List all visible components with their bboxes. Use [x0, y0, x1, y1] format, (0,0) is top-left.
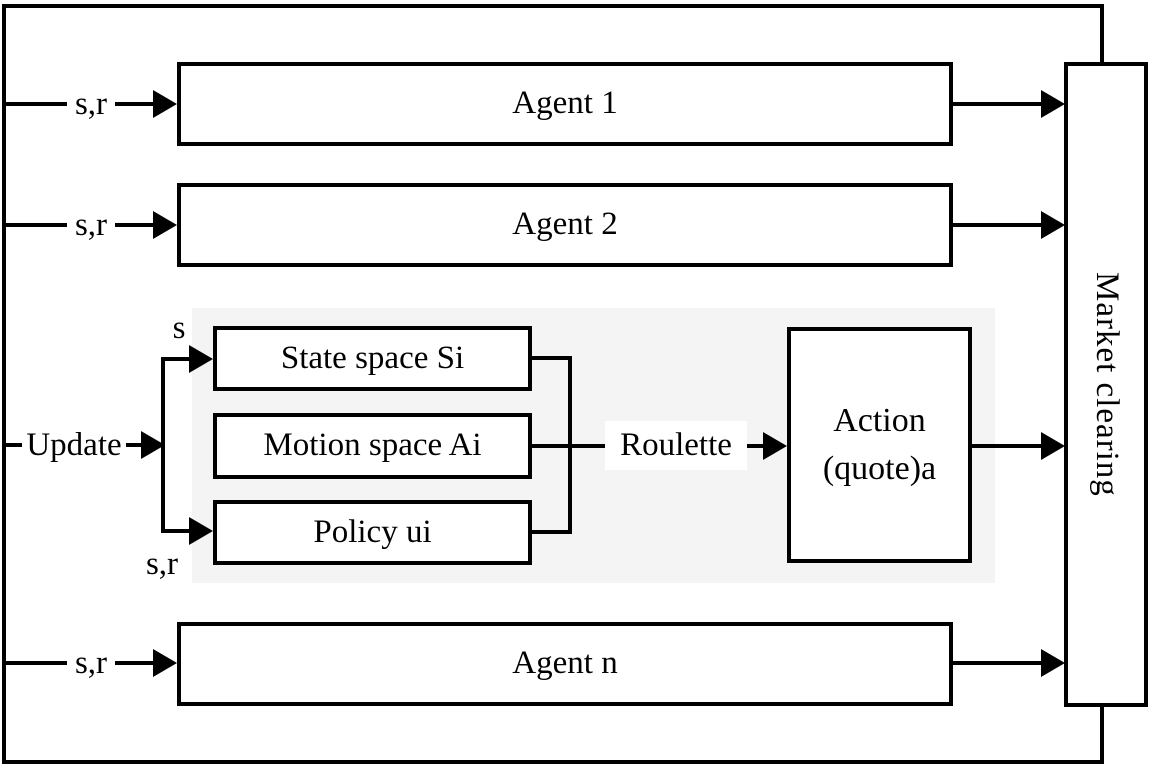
edge-label-s: s: [172, 309, 186, 346]
node-agent1: Agent 1: [177, 62, 953, 146]
edge-label-sr-policy: s,r: [145, 545, 179, 582]
update-branch-vline: [161, 357, 165, 533]
node-agent-n: Agent n: [177, 622, 953, 706]
node-action-label-line1: Action: [833, 402, 926, 440]
edge-sr-policy-line: [161, 529, 191, 533]
edge-sr-agent1-arrowhead: [153, 90, 177, 118]
node-market-clearing: Market clearing: [1064, 62, 1148, 707]
node-agent2-label: Agent 2: [512, 206, 618, 243]
edge-label-update: Update: [22, 426, 126, 464]
edge-agent1-market-line: [949, 102, 1043, 106]
edge-agentn-market-arrowhead: [1041, 649, 1065, 677]
edge-agentn-market-line: [949, 661, 1043, 665]
node-market-clearing-label: Market clearing: [1088, 272, 1125, 497]
node-agent1-label: Agent 1: [512, 85, 618, 122]
node-action-label-line2: (quote)a: [822, 450, 937, 487]
edge-agent2-market-arrowhead: [1041, 211, 1065, 239]
edge-s-state-arrowhead: [189, 345, 213, 373]
edge-action-market-line: [968, 444, 1043, 448]
node-policy: Policy ui: [213, 500, 532, 565]
node-motion-space: Motion space Ai: [213, 413, 532, 479]
node-state-space-label: State space Si: [280, 339, 465, 376]
edge-sr-policy-arrowhead: [189, 517, 213, 545]
state-output-line: [528, 356, 572, 360]
edge-roulette-arrowhead: [763, 432, 787, 460]
node-agent-n-label: Agent n: [512, 645, 618, 682]
node-action: Action (quote)a: [787, 327, 972, 563]
edge-s-state-line: [161, 357, 191, 361]
edge-sr-agentn-arrowhead: [153, 649, 177, 677]
edge-action-market-arrowhead: [1041, 432, 1065, 460]
node-motion-space-label: Motion space Ai: [263, 427, 482, 464]
policy-output-line: [528, 530, 572, 534]
node-state-space: State space Si: [213, 326, 532, 391]
edge-sr-agent2-arrowhead: [153, 211, 177, 239]
edge-agent1-market-arrowhead: [1041, 90, 1065, 118]
node-agent2: Agent 2: [177, 183, 953, 267]
edge-label-sr-agentn: s,r: [67, 644, 115, 682]
node-policy-label: Policy ui: [313, 513, 432, 550]
edge-agent2-market-line: [949, 223, 1043, 227]
edge-label-sr-agent1: s,r: [67, 85, 115, 123]
edge-label-roulette: Roulette: [605, 421, 747, 470]
edge-label-sr-agent2: s,r: [67, 206, 115, 244]
